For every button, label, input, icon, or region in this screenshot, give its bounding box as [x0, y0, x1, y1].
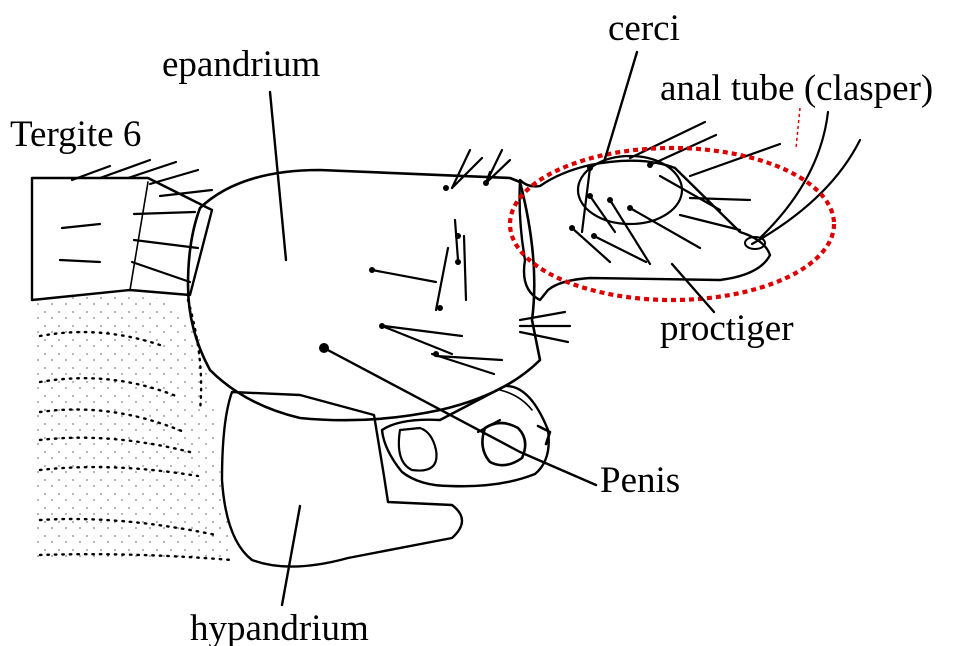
leader-epandrium: [270, 92, 286, 260]
label-epandrium: epandrium: [162, 44, 320, 85]
leader-cerci: [604, 52, 637, 162]
label-penis: Penis: [600, 460, 680, 501]
anal-tube-highlight-leader: [796, 108, 800, 148]
penis-structure: [382, 386, 550, 486]
label-cerci: cerci: [608, 8, 680, 49]
epandrium-structure: [188, 150, 570, 420]
leader-proctiger: [672, 264, 714, 312]
label-proctiger: proctiger: [660, 308, 794, 349]
tergite-6-segment: [32, 160, 212, 300]
leader-penis: [324, 348, 596, 485]
label-tergite-6: Tergite 6: [10, 114, 141, 155]
anal-tube-structure: [520, 112, 860, 300]
label-anal-tube: anal tube (clasper): [660, 68, 933, 109]
leader-hypandrium: [282, 506, 300, 605]
abdomen-lower-segments: [32, 290, 234, 560]
hypandrium-structure: [222, 392, 462, 567]
label-hypandrium: hypandrium: [190, 608, 369, 646]
